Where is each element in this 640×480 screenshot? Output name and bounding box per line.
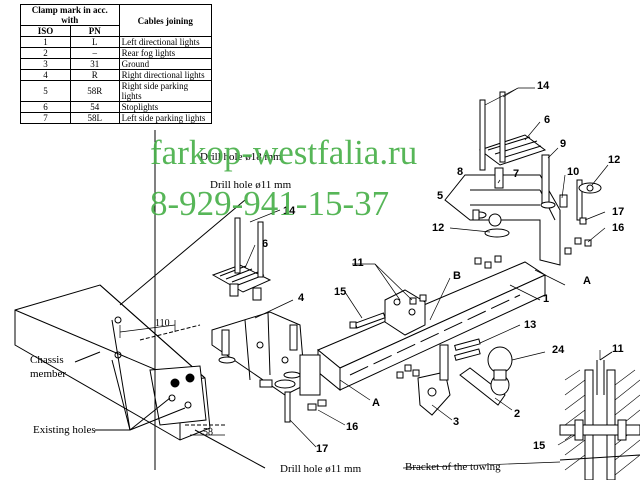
iso-cell: 4 xyxy=(20,69,71,81)
cable-desc-cell: Right side parking lights xyxy=(118,80,213,102)
callout-6-top: 6 xyxy=(544,114,551,126)
iso-header: ISO xyxy=(20,25,71,37)
table-row: 5 58R Right side parking lights xyxy=(20,80,213,102)
iso-cell: 3 xyxy=(20,58,71,70)
left-clamp-plate xyxy=(211,217,272,301)
callout-14-left: 14 xyxy=(283,205,296,217)
callout-5: 5 xyxy=(437,190,444,202)
callout-B: B xyxy=(453,270,461,282)
cable-desc-cell: Left side parking lights xyxy=(118,112,213,124)
main-cross-bar xyxy=(299,261,547,396)
callout-7: 7 xyxy=(513,168,520,180)
callout-17-right: 17 xyxy=(612,206,625,218)
iso-cell: 6 xyxy=(20,101,71,113)
right-side-bracket xyxy=(444,91,561,266)
iso-cell: 1 xyxy=(20,36,71,48)
right-fasteners xyxy=(474,154,602,269)
iso-cell: 5 xyxy=(20,80,71,102)
chassis-member xyxy=(14,130,225,470)
callout-12-mid: 12 xyxy=(432,222,445,234)
pn-cell: L xyxy=(69,36,120,48)
cable-desc-cell: Left directional lights xyxy=(118,36,213,48)
cables-joining-header: Cables joining xyxy=(118,4,213,37)
watermark-phone: 8-929-941-15-37 xyxy=(150,184,390,223)
callout-16-low: 16 xyxy=(346,421,359,433)
callout-A-low: A xyxy=(372,397,380,409)
watermark-site: farkop-westfalia.ru xyxy=(150,133,418,172)
callout-15-right: 15 xyxy=(533,440,546,452)
callout-1: 1 xyxy=(543,293,550,305)
dimension-lines xyxy=(119,320,225,436)
callout-16-right: 16 xyxy=(612,222,625,234)
cable-desc-cell: Ground xyxy=(118,58,213,70)
drill-hole-11-bottom-label: Drill hole ø11 mm xyxy=(280,463,362,475)
callout-9: 9 xyxy=(560,138,567,150)
chassis-label-line2: member xyxy=(30,368,67,380)
callout-24: 24 xyxy=(552,344,565,356)
callout-A-right: A xyxy=(583,275,591,287)
cable-desc-cell: Rear fog lights xyxy=(118,47,213,59)
table-row: 1 L Left directional lights xyxy=(20,36,213,48)
callout-12-right: 12 xyxy=(608,154,621,166)
callout-8: 8 xyxy=(457,166,464,178)
iso-cell: 7 xyxy=(20,112,71,124)
pn-header: PN xyxy=(69,25,120,37)
pn-cell: 58L xyxy=(69,112,120,124)
left-leader-lines xyxy=(74,199,266,469)
callout-13: 13 xyxy=(524,319,537,331)
callout-3: 3 xyxy=(453,416,460,428)
table-row: 4 R Right directional lights xyxy=(20,69,213,81)
pn-cell: 58R xyxy=(69,80,120,102)
callout-10: 10 xyxy=(567,166,580,178)
pn-cell: R xyxy=(69,69,120,81)
cable-desc-cell: Stoplights xyxy=(118,101,213,113)
callout-14-top: 14 xyxy=(537,80,550,92)
table-row: 7 58L Left side parking lights xyxy=(20,112,213,124)
dimension-110: 110 xyxy=(155,318,170,329)
callout-11-mid: 11 xyxy=(352,257,364,269)
clamp-mark-table: Clamp mark in acc. with Cables joining I… xyxy=(20,4,213,124)
pn-cell: 54 xyxy=(69,101,120,113)
table-row: 6 54 Stoplights xyxy=(20,101,213,113)
pn-cell: 31 xyxy=(69,58,120,70)
pn-cell: – xyxy=(69,47,120,59)
callout-11-right: 11 xyxy=(612,343,624,355)
dimension-58: 58 xyxy=(203,427,213,438)
tow-ball-mount xyxy=(396,338,513,416)
callout-4: 4 xyxy=(298,292,305,304)
callout-17-low: 17 xyxy=(316,443,329,455)
table-row: 3 31 Ground xyxy=(20,58,213,70)
left-side-bracket xyxy=(211,311,327,423)
table-row: 2 – Rear fog lights xyxy=(20,47,213,59)
callout-15-mid: 15 xyxy=(334,286,347,298)
cross-section-detail xyxy=(559,351,640,480)
callout-leaders xyxy=(244,87,609,469)
clamp-mark-header: Clamp mark in acc. with xyxy=(20,4,120,26)
cable-desc-cell: Right directional lights xyxy=(118,69,213,81)
bracket-towing-label: Bracket of the towing xyxy=(405,461,501,473)
middle-bracket xyxy=(349,289,427,336)
chassis-label-line1: Chassis xyxy=(30,354,64,366)
iso-cell: 2 xyxy=(20,47,71,59)
callout-2: 2 xyxy=(514,408,521,420)
existing-holes-label: Existing holes xyxy=(33,424,96,436)
callout-6-left: 6 xyxy=(262,238,269,250)
drill-hole-11-top-label: Drill hole ø11 mm xyxy=(210,179,292,191)
drill-hole-18-label: Drill hole ø18 mm xyxy=(200,151,282,163)
